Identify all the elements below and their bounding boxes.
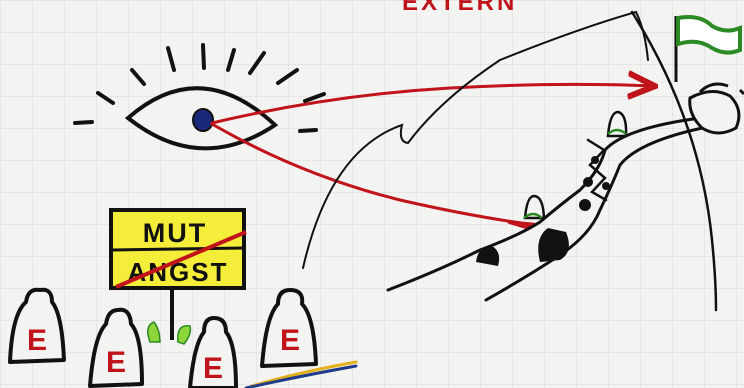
grass-sprout — [147, 321, 192, 345]
heading-extern: EXTERN — [402, 0, 517, 16]
person-letter-3: E — [203, 352, 223, 385]
person-letter-1: E — [27, 324, 47, 357]
summit-climber — [688, 82, 744, 135]
person-e-4 — [260, 288, 318, 368]
person-letter-4: E — [280, 324, 300, 357]
sign-word-mut: MUT — [143, 218, 207, 248]
person-e-2 — [88, 307, 144, 388]
person-e-3 — [188, 316, 238, 388]
hill-outline — [302, 10, 649, 269]
person-e-1 — [8, 287, 66, 364]
green-marks — [523, 128, 627, 219]
person-letters: E E E E — [27, 324, 300, 385]
climbers — [476, 156, 610, 266]
mountain-path — [386, 116, 714, 302]
ground-strokes — [244, 360, 358, 388]
sight-arrows — [210, 84, 652, 230]
person-figures — [8, 287, 318, 388]
mountain-edge — [630, 10, 718, 312]
person-letter-2: E — [106, 346, 126, 379]
mut-angst-sign: MUT ANGST — [109, 208, 247, 340]
flag-icon — [674, 15, 742, 82]
eye-icon — [73, 43, 326, 151]
